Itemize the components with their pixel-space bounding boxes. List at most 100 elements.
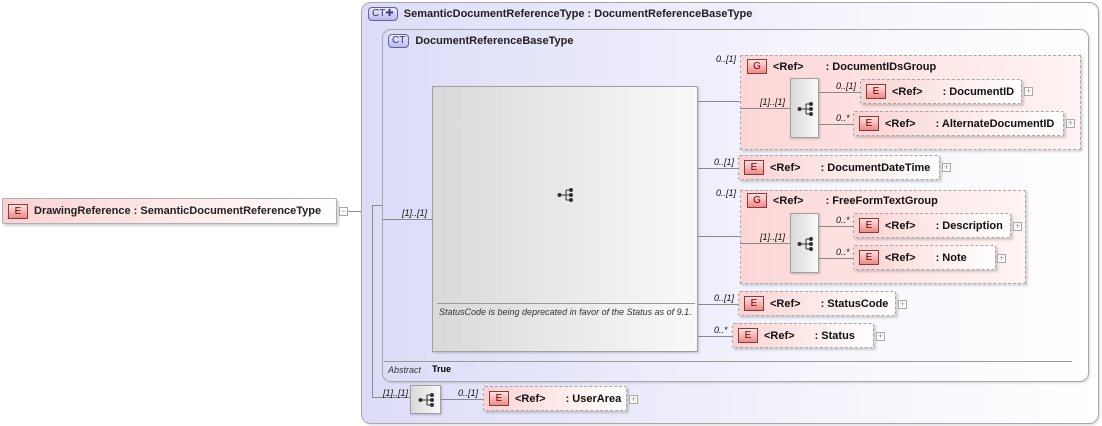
- type-separator: :: [133, 205, 141, 217]
- group-header: G <Ref> : DocumentIDsGroup: [742, 59, 936, 74]
- group-badge: G: [747, 193, 767, 208]
- outer-type-title: SemanticDocumentReferenceType : Document…: [403, 8, 753, 20]
- group-badge: G: [747, 59, 767, 74]
- plus-derived-icon: ✚: [385, 8, 394, 19]
- expand-symbol: +: [630, 394, 637, 404]
- connector: [382, 219, 432, 220]
- element-badge: E: [859, 116, 879, 131]
- connector: [441, 399, 483, 400]
- connector: [819, 92, 860, 93]
- multiplicity-label: [1]..[1]: [402, 208, 428, 218]
- root-element-name: DrawingReference : SemanticDocumentRefer…: [34, 205, 321, 217]
- expand-icon[interactable]: +: [997, 254, 1006, 263]
- abstract-divider: [384, 361, 1072, 362]
- multiplicity-label: 0..[1]: [458, 388, 479, 398]
- sequence-icon: [797, 102, 813, 116]
- root-element-drawing-reference[interactable]: E DrawingReference : SemanticDocumentRef…: [2, 198, 337, 224]
- element-status[interactable]: E <Ref> : Status: [732, 323, 874, 348]
- element-badge: E: [859, 250, 879, 265]
- ct-badge-text: CT: [372, 8, 386, 19]
- sequence-box[interactable]: [790, 213, 819, 273]
- element-badge: E: [859, 218, 879, 233]
- element-badge: E: [8, 203, 28, 219]
- ref-label: <Ref>: [764, 329, 795, 342]
- connector: [698, 336, 732, 337]
- expand-symbol: +: [943, 162, 950, 172]
- connector: [372, 397, 410, 398]
- sequence-icon: [418, 393, 434, 407]
- element-user-area[interactable]: E <Ref> : UserArea: [483, 386, 627, 411]
- inner-type-title: DocumentReferenceBaseType: [415, 35, 574, 47]
- expand-icon[interactable]: +: [876, 332, 885, 341]
- multiplicity-label: 0..[1]: [716, 54, 737, 64]
- element-status-code[interactable]: E <Ref> : StatusCode: [738, 291, 896, 316]
- element-badge: E: [866, 84, 886, 99]
- ref-label: <Ref>: [773, 194, 804, 207]
- collapse-icon[interactable]: −: [339, 207, 348, 216]
- expand-icon[interactable]: +: [1013, 222, 1022, 231]
- group-name: : DocumentIDsGroup: [825, 60, 937, 73]
- expand-icon[interactable]: +: [1024, 87, 1033, 96]
- element-type: SemanticDocumentReferenceType: [140, 205, 322, 217]
- expand-icon[interactable]: +: [942, 163, 951, 172]
- multiplicity-label: 0..[1]: [836, 81, 857, 91]
- element-alternate-document-id[interactable]: E <Ref> : AlternateDocumentID: [853, 111, 1064, 136]
- ref-label: <Ref>: [515, 392, 546, 405]
- element-name: : DocumentDateTime: [820, 161, 931, 174]
- ref-label: <Ref>: [885, 219, 916, 232]
- multiplicity-label: 0..[1]: [716, 188, 737, 198]
- ref-label: <Ref>: [773, 60, 804, 73]
- expand-icon[interactable]: +: [1066, 119, 1075, 128]
- expand-icon[interactable]: +: [629, 395, 638, 404]
- element-name: : AlternateDocumentID: [935, 117, 1055, 130]
- multiplicity-label: 0..[1]: [714, 293, 735, 303]
- expand-symbol: +: [1067, 118, 1074, 128]
- extension-sequence-box[interactable]: [410, 385, 441, 414]
- connector: [740, 243, 790, 244]
- multiplicity-label: 0..*: [836, 113, 850, 123]
- element-name: DrawingReference: [34, 205, 131, 217]
- expand-symbol: +: [1014, 221, 1021, 231]
- ref-label: <Ref>: [770, 297, 801, 310]
- abstract-value: True: [432, 364, 452, 374]
- element-badge: E: [738, 328, 758, 343]
- multiplicity-label: 0..*: [836, 215, 850, 225]
- multiplicity-label: 0..[1]: [714, 157, 735, 167]
- multiplicity-label: [1]..[1]: [760, 97, 786, 107]
- element-name: : StatusCode: [820, 297, 889, 310]
- element-badge: E: [744, 160, 764, 175]
- connector: [372, 205, 382, 206]
- group-name: : FreeFormTextGroup: [825, 194, 938, 207]
- connector: [372, 205, 373, 397]
- multiplicity-label: 0..*: [836, 247, 850, 257]
- connector: [819, 124, 853, 125]
- element-name: : DocumentID: [942, 85, 1015, 98]
- connector: [740, 108, 790, 109]
- element-badge: E: [489, 391, 509, 406]
- sequence-icon: [557, 188, 573, 202]
- connector: [819, 226, 853, 227]
- element-name: : Note: [935, 251, 967, 264]
- element-document-date-time[interactable]: E <Ref> : DocumentDateTime: [738, 155, 940, 180]
- expand-symbol: +: [899, 299, 906, 309]
- sequence-box[interactable]: [790, 78, 819, 138]
- complex-type-badge: CT✚: [368, 7, 398, 21]
- expand-icon[interactable]: +: [898, 300, 907, 309]
- annotation-divider: [437, 303, 695, 304]
- connector: [698, 304, 738, 305]
- ref-label: <Ref>: [770, 161, 801, 174]
- ref-label: <Ref>: [892, 85, 923, 98]
- connector: [698, 168, 738, 169]
- element-description[interactable]: E <Ref> : Description: [853, 213, 1011, 238]
- expand-symbol: +: [1025, 86, 1032, 96]
- multiplicity-label: [1]..[1]: [383, 388, 409, 398]
- group-header: G <Ref> : FreeFormTextGroup: [742, 193, 938, 208]
- outer-type-header: CT✚ SemanticDocumentReferenceType : Docu…: [368, 7, 752, 21]
- abstract-label: Abstract: [388, 365, 422, 375]
- element-note[interactable]: E <Ref> : Note: [853, 245, 996, 270]
- element-document-id[interactable]: E <Ref> : DocumentID: [860, 79, 1022, 104]
- element-name: : Status: [814, 329, 855, 342]
- expand-symbol: +: [877, 331, 884, 341]
- connector: [698, 101, 740, 102]
- main-sequence-box[interactable]: StatusCode is being deprecated in favor …: [432, 86, 698, 352]
